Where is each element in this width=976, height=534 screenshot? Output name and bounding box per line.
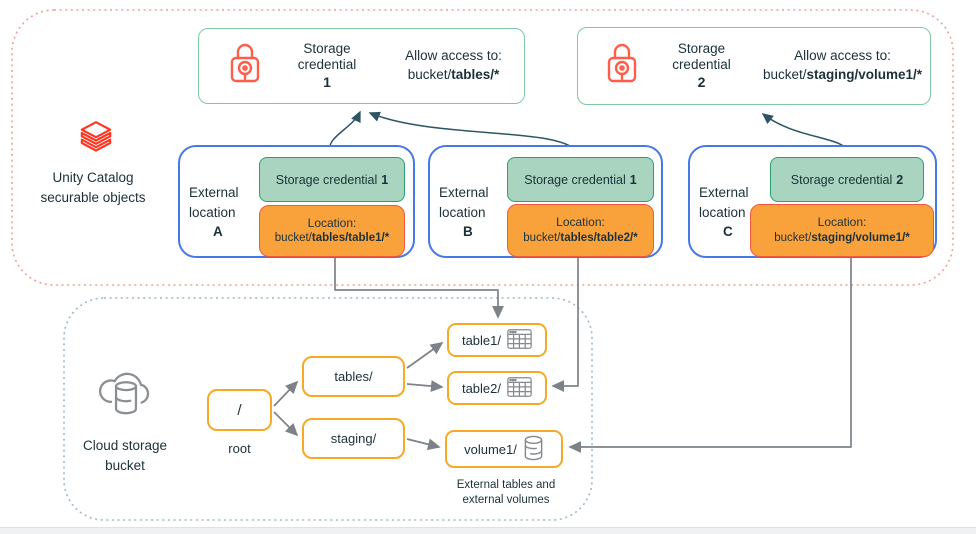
tables-folder-node: tables/ xyxy=(302,356,405,397)
credential-2-allow-access: Allow access to: bucket/staging/volume1/… xyxy=(763,47,930,85)
unity-label-line2: securable objects xyxy=(40,189,146,205)
root-node-label: / xyxy=(237,401,242,419)
unity-securables-dotted-container xyxy=(11,9,954,286)
lock-icon xyxy=(604,41,640,92)
external-location-c-label: External location C xyxy=(699,183,749,242)
page-bottom-band xyxy=(0,527,976,534)
volume-icon xyxy=(523,435,544,464)
root-caption: root xyxy=(228,441,251,456)
location-label: Location: xyxy=(556,215,605,230)
location-label: Location: xyxy=(307,215,357,230)
unity-section-label: Unity Catalog securable objects xyxy=(28,168,158,207)
external-location-b-label: External location B xyxy=(439,183,489,242)
arrow-staging-to-volume1 xyxy=(406,438,441,451)
loc-label-line2: location xyxy=(189,204,236,220)
location-path: bucket/staging/volume1/* xyxy=(774,231,910,244)
location-label: Location: xyxy=(817,215,867,230)
arrow-locA-to-table1 xyxy=(334,256,504,319)
loc-label-line2: location xyxy=(699,204,746,220)
caption-line2: external volumes xyxy=(462,493,550,506)
allow-access-label: Allow access to: xyxy=(405,48,502,64)
volume1-node: volume1/ xyxy=(445,430,563,468)
bucket-label-line1: Cloud storage xyxy=(82,438,168,453)
location-path: bucket/tables/table2/* xyxy=(523,231,638,244)
loc-b-location-pill: Location: bucket/tables/table2/* xyxy=(507,204,654,257)
table1-node: table1/ xyxy=(447,323,547,357)
credential-title-line1: Storage xyxy=(677,40,726,56)
credential-title-line1: Storage xyxy=(303,40,351,56)
storage-credential-2-card: Storage credential 2 Allow access to: bu… xyxy=(577,27,931,105)
credential-title-line2: credential xyxy=(672,57,731,73)
loc-label-line1: External xyxy=(439,185,489,200)
cloud-bucket-label: Cloud storage bucket xyxy=(60,436,190,475)
credential-number: 1 xyxy=(323,73,331,90)
storage-credential-1-card: Storage credential 1 Allow access to: bu… xyxy=(198,28,525,104)
external-objects-caption: External tables and external volumes xyxy=(436,478,576,508)
loc-letter: B xyxy=(463,224,473,240)
credential-2-title: Storage credential 2 xyxy=(655,41,748,91)
caption-line1: External tables and xyxy=(456,479,556,491)
arrow-tables-to-table1 xyxy=(406,342,444,369)
unity-label-line1: Unity Catalog xyxy=(52,170,134,185)
table-icon xyxy=(507,328,532,352)
credential-1-title: Storage credential 1 xyxy=(278,41,376,91)
arrow-tables-to-table2 xyxy=(406,380,444,392)
arrow-locB-to-table2 xyxy=(551,256,579,392)
credential-1-allow-access: Allow access to: bucket/tables/* xyxy=(391,47,524,85)
credential-title-line2: credential xyxy=(297,57,357,73)
loc-c-location-pill: Location: bucket/staging/volume1/* xyxy=(750,204,934,257)
bucket-label-line2: bucket xyxy=(105,457,145,473)
loc-a-location-pill: Location: bucket/tables/table1/* xyxy=(259,205,405,257)
credential-number: 2 xyxy=(697,73,706,90)
arrow-root-to-staging xyxy=(273,411,299,437)
tables-folder-label: tables/ xyxy=(334,369,373,384)
lock-icon xyxy=(227,41,263,92)
table1-label: table1/ xyxy=(461,332,502,348)
root-node: / xyxy=(207,389,272,431)
loc-letter: C xyxy=(723,224,733,240)
staging-folder-node: staging/ xyxy=(302,418,405,459)
staging-folder-label: staging/ xyxy=(330,431,377,446)
table2-label: table2/ xyxy=(461,380,502,396)
arrow-root-to-tables xyxy=(273,380,299,407)
external-location-a-label: External location A xyxy=(189,183,239,242)
table-icon xyxy=(507,376,532,400)
loc-label-line1: External xyxy=(699,185,749,200)
loc-label-line2: location xyxy=(439,204,486,220)
arrow-locC-to-volume1 xyxy=(568,257,852,453)
table2-node: table2/ xyxy=(447,371,547,405)
unity-stack-icon xyxy=(76,118,116,158)
allow-access-label: Allow access to: xyxy=(794,48,891,64)
allow-access-path: bucket/staging/volume1/* xyxy=(762,67,922,82)
loc-letter: A xyxy=(213,224,223,240)
allow-access-path: bucket/tables/* xyxy=(407,67,500,82)
location-path: bucket/tables/table1/* xyxy=(274,232,390,245)
volume1-label: volume1/ xyxy=(464,441,517,457)
loc-label-line1: External xyxy=(189,185,239,200)
cloud-bucket-icon xyxy=(94,364,158,424)
cloud-bucket-dotted-container xyxy=(63,297,593,521)
